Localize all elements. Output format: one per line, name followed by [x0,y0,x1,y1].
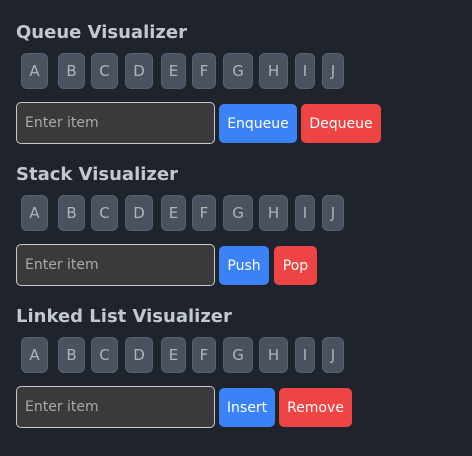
stack-item: H [259,195,288,231]
stack-input[interactable] [16,244,215,286]
queue-title: Queue Visualizer [16,22,187,43]
queue-item: E [161,53,186,89]
linked-list-item: H [259,337,288,373]
linked-list-item: E [161,337,186,373]
queue-item: F [192,53,216,89]
queue-item: D [125,53,153,89]
stack-items: A B C D E F G H I J [16,195,456,231]
push-button[interactable]: Push [219,246,269,285]
linked-list-item: I [295,337,315,373]
linked-list-controls: Insert Remove [16,386,456,428]
linked-list-item: J [322,337,344,373]
stack-item: B [58,195,85,231]
linked-list-item: B [58,337,85,373]
queue-item: C [91,53,118,89]
linked-list-item: D [125,337,153,373]
stack-item: F [192,195,216,231]
enqueue-button[interactable]: Enqueue [219,104,297,143]
insert-button[interactable]: Insert [219,388,275,427]
linked-list-item: G [223,337,253,373]
linked-list-item: F [192,337,216,373]
linked-list-title: Linked List Visualizer [16,306,232,327]
linked-list-items: A B C D E F G H I J [16,337,456,373]
linked-list-item: A [21,337,48,373]
queue-item: B [58,53,85,89]
stack-controls: Push Pop [16,244,456,286]
stack-item: A [21,195,48,231]
queue-item: I [295,53,315,89]
queue-items: A B C D E F G H I J [16,53,456,89]
stack-item: I [295,195,315,231]
linked-list-item: C [91,337,118,373]
remove-button[interactable]: Remove [279,388,352,427]
queue-controls: Enqueue Dequeue [16,102,456,144]
linked-list-input[interactable] [16,386,215,428]
stack-title: Stack Visualizer [16,164,178,185]
stack-item: C [91,195,118,231]
queue-input[interactable] [16,102,215,144]
pop-button[interactable]: Pop [274,246,317,285]
queue-item: H [259,53,288,89]
queue-item: G [223,53,253,89]
stack-item: G [223,195,253,231]
queue-item: J [322,53,344,89]
queue-item: A [21,53,48,89]
stack-item: D [125,195,153,231]
stack-item: E [161,195,186,231]
dequeue-button[interactable]: Dequeue [301,104,381,143]
stack-item: J [322,195,344,231]
